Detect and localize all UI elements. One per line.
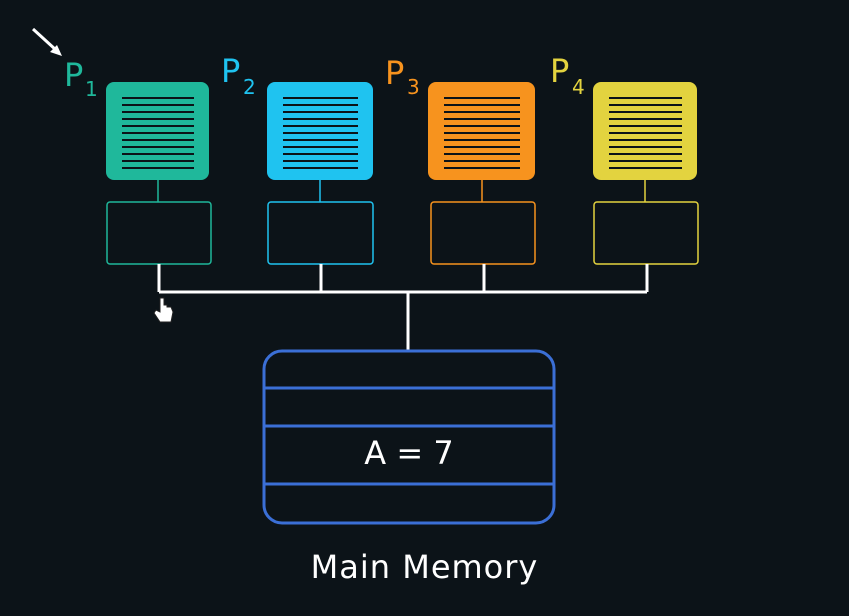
cache-box-p2 [267,201,374,265]
chip-lines-icon [122,97,194,169]
main-memory-label: Main Memory [310,548,539,586]
chip-lines-icon [444,97,520,169]
svg-text:1: 1 [85,77,98,101]
processor-label-p2: P 2 [221,52,256,99]
pointer-arrow-icon [31,27,62,56]
svg-text:P: P [385,54,404,92]
svg-text:4: 4 [572,75,585,99]
processor-label-p3: P 3 [385,54,420,99]
cache-box-p3 [430,201,536,265]
chip-lines-icon [609,97,682,169]
memory-cell-value: A = 7 [364,434,454,472]
processor-chip-p4 [593,82,697,180]
svg-text:P: P [64,56,83,94]
processor-chip-p2 [267,82,373,180]
cache-box-p1 [106,201,212,265]
hand-cursor-icon [153,297,174,323]
system-bus [157,264,649,350]
svg-text:3: 3 [407,75,420,99]
svg-text:2: 2 [243,75,256,99]
processor-chip-p3 [428,82,535,180]
svg-text:P: P [221,52,240,90]
processor-label-p1: P 1 [64,56,98,101]
chip-cache-connectors [157,180,646,202]
processor-chip-p1 [106,82,209,180]
svg-text:P: P [550,52,569,90]
processor-label-p4: P 4 [550,52,585,99]
main-memory-block [262,349,556,525]
cache-box-p4 [593,201,699,265]
chip-lines-icon [283,97,358,169]
